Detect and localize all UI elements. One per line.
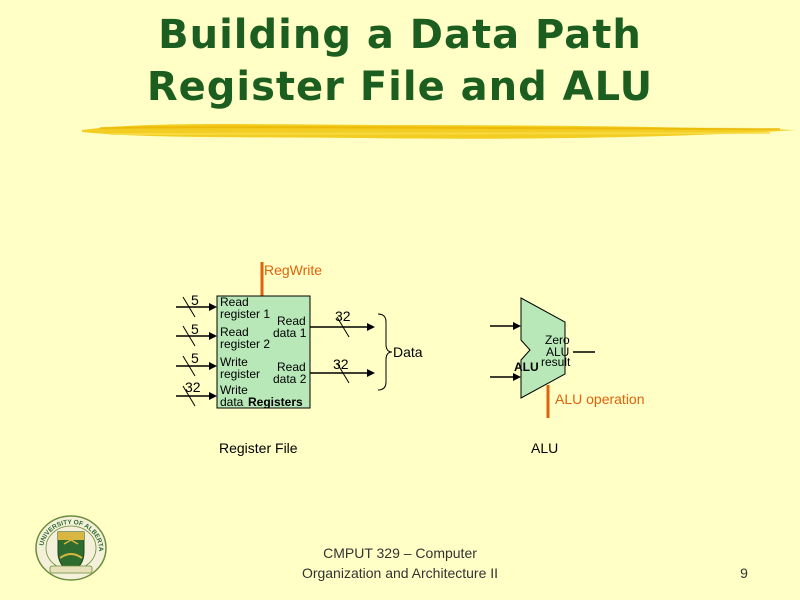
page-number: 9 xyxy=(740,565,748,581)
bus-width-label: 32 xyxy=(185,379,201,395)
port-label: data xyxy=(220,395,244,409)
arrowhead xyxy=(209,303,217,311)
registers-block-name: Registers xyxy=(248,395,303,409)
alu-name: ALU xyxy=(514,360,539,374)
data-brace xyxy=(377,313,393,391)
port-label: register 2 xyxy=(220,337,270,351)
port-label: data 2 xyxy=(273,372,307,386)
bus-slash xyxy=(182,385,196,407)
university-logo: UNIVERSITY OF ALBERTA xyxy=(35,515,107,581)
arrowhead xyxy=(209,392,217,400)
bus-width-label: 5 xyxy=(191,321,199,337)
slide-title-line-1: Building a Data Path xyxy=(158,12,642,58)
alu-result-label-line-2: result xyxy=(541,355,571,369)
arrowhead xyxy=(209,332,217,340)
port-label: Write xyxy=(220,355,248,369)
arrowhead xyxy=(209,362,217,370)
bus-slash xyxy=(336,362,350,384)
bus-width-label: 32 xyxy=(333,356,349,372)
arrowhead xyxy=(513,322,521,330)
port-label: Read xyxy=(277,314,306,328)
bus-slash xyxy=(182,325,196,347)
bus-width-label: 5 xyxy=(191,350,199,366)
port-label: Read xyxy=(220,295,249,309)
port-label: Read xyxy=(220,325,249,339)
alu-result-label-line-1: ALU xyxy=(546,345,569,359)
register-block xyxy=(216,295,311,409)
slide-title-line-2: Register File and ALU xyxy=(146,64,654,110)
data-brace-label: Data xyxy=(393,344,423,360)
bus-width-label: 32 xyxy=(335,308,351,324)
register-file-caption: Register File xyxy=(219,440,298,456)
bus-slash xyxy=(336,316,350,338)
alu-zero-label: Zero xyxy=(545,333,570,347)
alu-caption: ALU xyxy=(531,440,558,456)
port-label: register 1 xyxy=(220,307,270,321)
footer-course-line-2: Organization and Architecture II xyxy=(301,565,499,581)
port-label: Read xyxy=(277,360,306,374)
arrowhead xyxy=(367,369,375,377)
alu-body xyxy=(520,297,566,399)
bus-width-label: 5 xyxy=(191,292,199,308)
bus-slash xyxy=(182,355,196,377)
alu-operation-label: ALU operation xyxy=(555,391,645,407)
port-label: data 1 xyxy=(273,326,307,340)
regwrite-label: RegWrite xyxy=(264,262,322,278)
title-underline-brush xyxy=(82,124,796,139)
arrowhead xyxy=(367,323,375,331)
arrowhead xyxy=(513,373,521,381)
port-label: Write xyxy=(220,383,248,397)
port-label: register xyxy=(220,367,260,381)
footer-course-line-1: CMPUT 329 – Computer xyxy=(323,545,477,561)
bus-slash xyxy=(182,296,196,318)
